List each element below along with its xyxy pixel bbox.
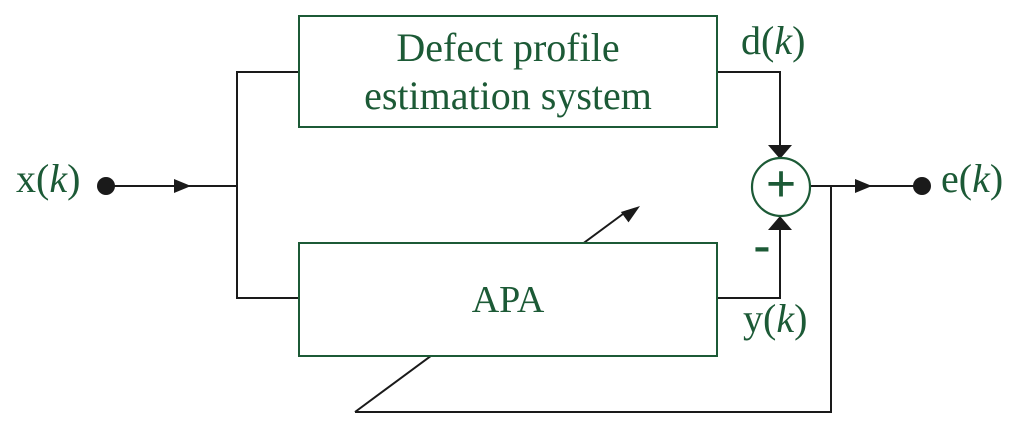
signal-x-pre: x(: [16, 156, 50, 201]
signal-label-x: x(k): [16, 159, 80, 199]
signal-e-var: k: [972, 156, 990, 201]
input-arrowhead-icon: [174, 179, 191, 193]
desired-arrowhead-icon: [768, 145, 792, 159]
feedback-wire: [355, 187, 832, 413]
summing-junction-circle: [750, 156, 812, 218]
adaptation-arrowhead-icon: [620, 206, 640, 223]
signal-d-pre: d(: [741, 18, 775, 63]
signal-d-post: ): [792, 18, 806, 63]
input-node-dot: [97, 177, 115, 195]
defect-block-label-line2: estimation system: [364, 72, 652, 118]
minus-sign: -: [754, 216, 771, 272]
defect-block-label-line1: Defect profile: [396, 24, 620, 70]
desired-wire: [717, 71, 781, 146]
apa-block-label: APA: [471, 278, 545, 321]
error-node-dot: [913, 177, 931, 195]
signal-x-var: k: [49, 156, 68, 201]
signal-e-post: ): [989, 156, 1004, 201]
signal-y-pre: y(: [743, 296, 777, 341]
apa-output-arrowhead-icon: [768, 216, 792, 230]
signal-label-y: y(k): [743, 299, 807, 339]
signal-y-var: k: [776, 296, 795, 341]
signal-d-var: k: [774, 18, 793, 63]
signal-label-e: e(k): [941, 159, 1003, 199]
signal-y-post: ): [794, 296, 808, 341]
error-arrowhead-icon: [855, 179, 872, 193]
signal-label-d: d(k): [741, 21, 805, 61]
block-defect-profile-estimation: Defect profile estimation system: [298, 15, 718, 128]
block-apa: APA: [298, 242, 718, 357]
signal-x-post: ): [67, 156, 81, 201]
plus-sign: +: [766, 154, 797, 214]
apa-output-wire: [717, 230, 781, 299]
signal-e-pre: e(: [941, 156, 973, 201]
